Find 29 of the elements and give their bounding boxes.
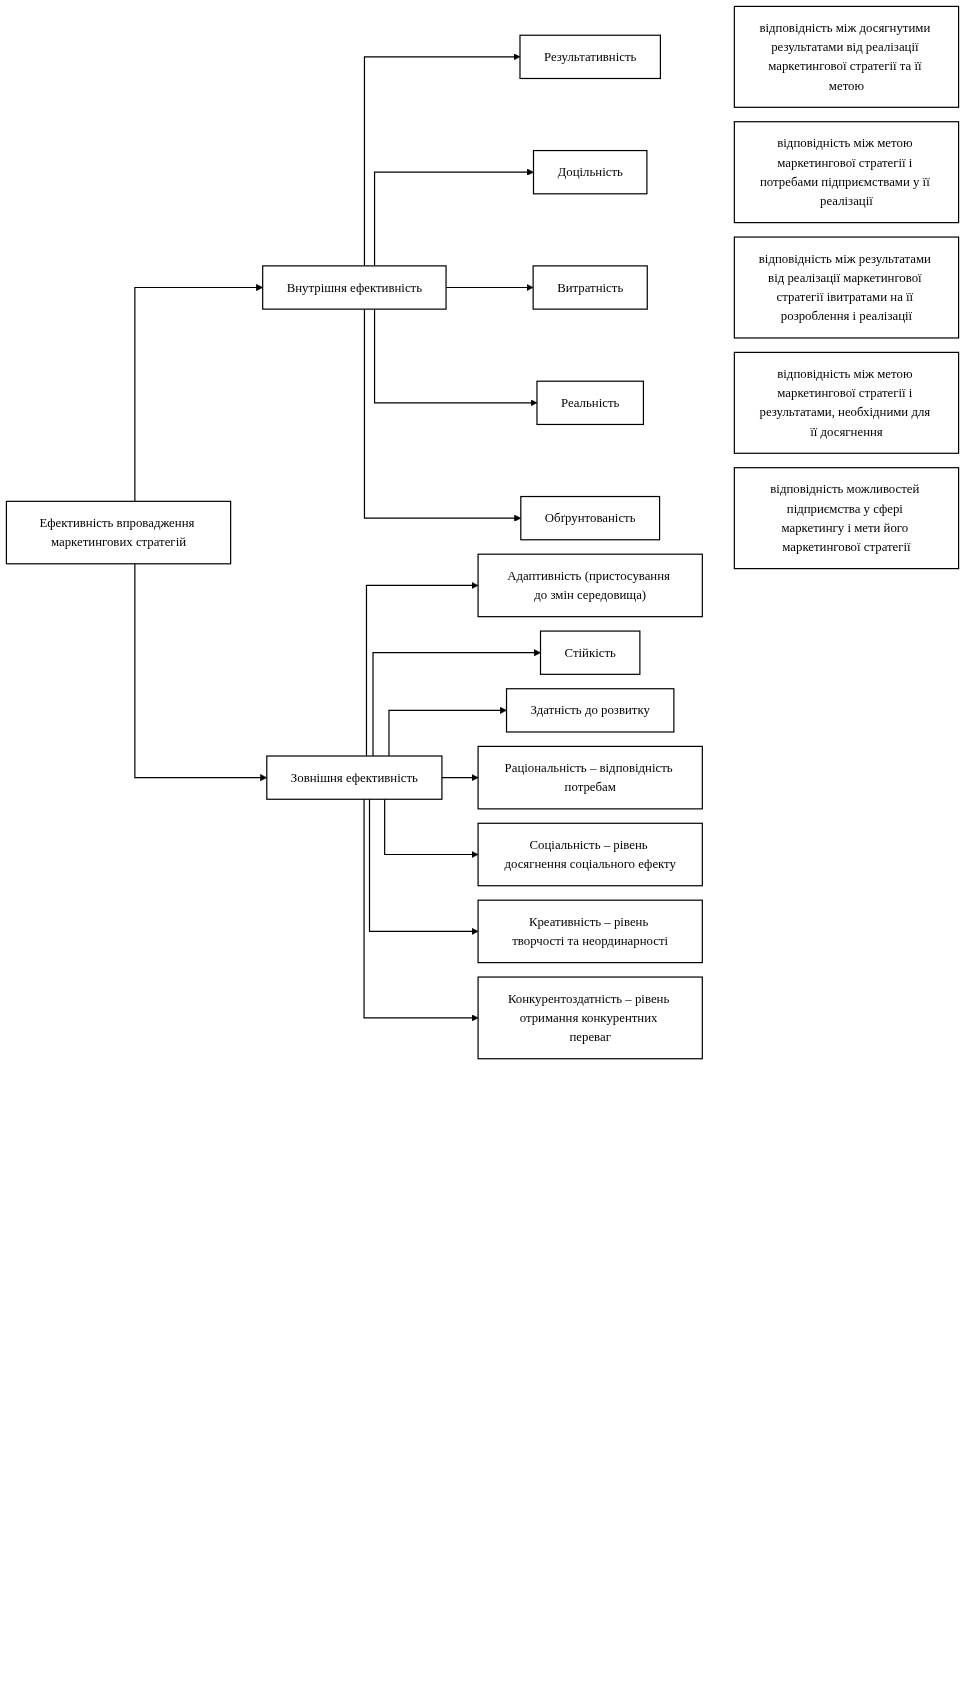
node-box: Адаптивність (пристосування до змін середовища) (477, 553, 703, 618)
arrow (373, 168, 534, 267)
node-box: Креативність – рівень творчості та неординарності (477, 899, 703, 964)
node-box: відповідність між результатами від реалізації маркетингової стратегії івитратами на її розроблення і реалізації (733, 236, 960, 339)
arrow (372, 649, 541, 757)
node-box: Ефективність впровадження маркетингових стратегій (5, 500, 232, 565)
arrow (384, 798, 479, 859)
node-box: Витратність (532, 265, 648, 310)
node-box: Доцільність (532, 149, 648, 195)
arrow (368, 798, 479, 935)
node-box: Реальність (536, 380, 644, 426)
node-box: Зовнішня ефективність (266, 755, 443, 800)
arrow (388, 706, 507, 757)
arrow (363, 798, 479, 1022)
node-box: Обґрунтованість (520, 495, 661, 541)
arrow (441, 774, 479, 782)
node-box: Результативність (519, 34, 661, 80)
node-box: Стійкість (539, 630, 641, 675)
arrow (365, 581, 479, 757)
node-box: Здатність до розвитку (505, 688, 675, 733)
node-box: відповідність між метою маркетингової стратегії і потребами підприємствами у її реалізації (733, 121, 960, 224)
node-box: відповідність між метою маркетингової стратегії і результатами, необхідними для її досягнення (733, 351, 960, 454)
node-box: Соціальність – рівень досягнення соціального ефекту (477, 822, 703, 887)
node-box: відповідність між досягнутими результатами від реалізації маркетингової стратегії та її метою (733, 5, 960, 108)
arrow (134, 284, 263, 502)
node-box: Раціональність – відповідність потребам (477, 745, 703, 810)
node-box: Внутрішня ефективність (262, 265, 447, 310)
node-box: Конкурентоздатність – рівень отримання конкурентних переваг (477, 976, 703, 1060)
node-box: відповідність можливостей підприємства у сфері маркетингу і мети його маркетингової стратегії (733, 467, 960, 570)
